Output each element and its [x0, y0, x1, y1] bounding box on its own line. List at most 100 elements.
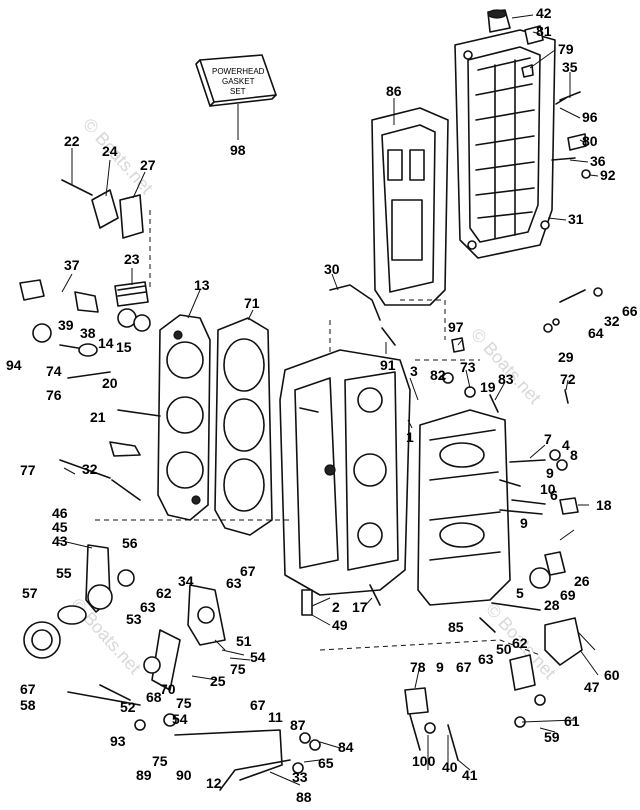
callout-67: 67 — [240, 563, 256, 579]
watermark: © Boats.net — [467, 324, 545, 407]
cylinder-head[interactable] — [157, 314, 211, 521]
exhaust-cover-plate[interactable] — [454, 29, 556, 259]
callout-31: 31 — [568, 211, 584, 227]
callout-67b: 67 — [20, 681, 36, 697]
callout-70: 70 — [160, 681, 176, 697]
callout-21: 21 — [90, 409, 106, 425]
upper-bracket[interactable] — [299, 284, 396, 413]
callout-75: 75 — [230, 661, 246, 677]
callout-53: 53 — [126, 611, 142, 627]
callout-64: 64 — [588, 325, 604, 341]
callout-17: 17 — [352, 599, 368, 615]
gasket-box-line2: GASKET — [222, 77, 255, 86]
callout-13: 13 — [194, 277, 210, 293]
callout-96: 96 — [582, 109, 598, 125]
callout-2: 2 — [332, 599, 340, 615]
callout-73: 73 — [460, 359, 476, 375]
callout-30: 30 — [324, 261, 340, 277]
callout-68: 68 — [146, 689, 162, 705]
callout-76: 76 — [46, 387, 62, 403]
callout-12: 12 — [206, 775, 222, 791]
callout-79: 79 — [558, 41, 574, 57]
callout-52: 52 — [120, 699, 136, 715]
callout-35: 35 — [562, 59, 578, 75]
callout-38: 38 — [80, 325, 96, 341]
callout-67c: 67 — [250, 697, 266, 713]
thermostat-housing-parts[interactable] — [19, 179, 151, 501]
throttle-linkage[interactable] — [23, 544, 321, 791]
callout-58: 58 — [20, 697, 36, 713]
callout-22: 22 — [64, 133, 80, 149]
callout-45: 45 — [52, 519, 68, 535]
callout-94: 94 — [6, 357, 22, 373]
callout-8: 8 — [570, 447, 578, 463]
callout-81: 81 — [536, 23, 552, 39]
callout-18: 18 — [596, 497, 612, 513]
crankcase-half[interactable] — [417, 409, 511, 606]
callout-51: 51 — [236, 633, 252, 649]
cylinder-block[interactable] — [279, 349, 411, 596]
callout-60: 60 — [604, 667, 620, 683]
callout-82: 82 — [430, 367, 446, 383]
callout-labels: 42 81 79 35 96 80 36 92 31 86 98 22 24 2… — [6, 5, 638, 805]
callout-98: 98 — [230, 142, 246, 158]
callout-67d: 67 — [456, 659, 472, 675]
callout-47: 47 — [584, 679, 600, 695]
cover-gasket[interactable] — [371, 107, 449, 306]
callout-72: 72 — [560, 371, 576, 387]
crankcase-fasteners[interactable] — [442, 337, 579, 633]
callout-42: 42 — [536, 5, 552, 21]
callout-14: 14 — [98, 335, 114, 351]
callout-27: 27 — [140, 157, 156, 173]
callout-89: 89 — [136, 767, 152, 783]
callout-3: 3 — [410, 363, 418, 379]
callout-9b: 9 — [520, 515, 528, 531]
callout-97: 97 — [448, 319, 464, 335]
callout-37: 37 — [64, 257, 80, 273]
callout-40: 40 — [442, 759, 458, 775]
callout-9c: 9 — [436, 659, 444, 675]
callout-88: 88 — [296, 789, 312, 805]
callout-63b: 63 — [226, 575, 242, 591]
callout-11: 11 — [268, 709, 283, 725]
gasket-set-box[interactable]: POWERHEAD GASKET SET — [195, 54, 277, 107]
callout-63: 63 — [140, 599, 156, 615]
callout-6: 6 — [550, 487, 558, 503]
callout-75b: 75 — [176, 695, 192, 711]
callout-100: 100 — [412, 753, 436, 769]
callout-20: 20 — [102, 375, 118, 391]
callout-15: 15 — [116, 339, 132, 355]
callout-39: 39 — [58, 317, 74, 333]
callout-80: 80 — [582, 133, 598, 149]
callout-83: 83 — [498, 371, 514, 387]
callout-93: 93 — [110, 733, 126, 749]
callout-49: 49 — [332, 617, 348, 633]
callout-5: 5 — [516, 585, 524, 601]
callout-50: 50 — [496, 641, 512, 657]
callout-75c: 75 — [152, 753, 168, 769]
head-gasket[interactable] — [214, 317, 273, 536]
callout-32b: 32 — [604, 313, 620, 329]
callout-54: 54 — [250, 649, 266, 665]
callout-34: 34 — [178, 573, 194, 589]
callout-69: 69 — [560, 587, 576, 603]
callout-86: 86 — [386, 83, 402, 99]
callout-29: 29 — [558, 349, 574, 365]
timing-pointer-parts[interactable] — [404, 551, 583, 761]
callout-4: 4 — [562, 437, 570, 453]
callout-33: 33 — [292, 769, 308, 785]
connection-lines — [95, 210, 541, 656]
gasket-box-line3: SET — [230, 87, 246, 96]
callout-56: 56 — [122, 535, 138, 551]
temperature-switch[interactable] — [109, 409, 161, 457]
bypass-bolts[interactable] — [543, 287, 603, 333]
callout-25: 25 — [210, 673, 226, 689]
callout-92: 92 — [600, 167, 616, 183]
callout-28: 28 — [544, 597, 560, 613]
callout-62: 62 — [156, 585, 172, 601]
callout-91: 91 — [380, 357, 396, 373]
callout-65: 65 — [318, 755, 334, 771]
callout-74: 74 — [46, 363, 62, 379]
callout-19: 19 — [480, 379, 496, 395]
callout-55: 55 — [56, 565, 72, 581]
